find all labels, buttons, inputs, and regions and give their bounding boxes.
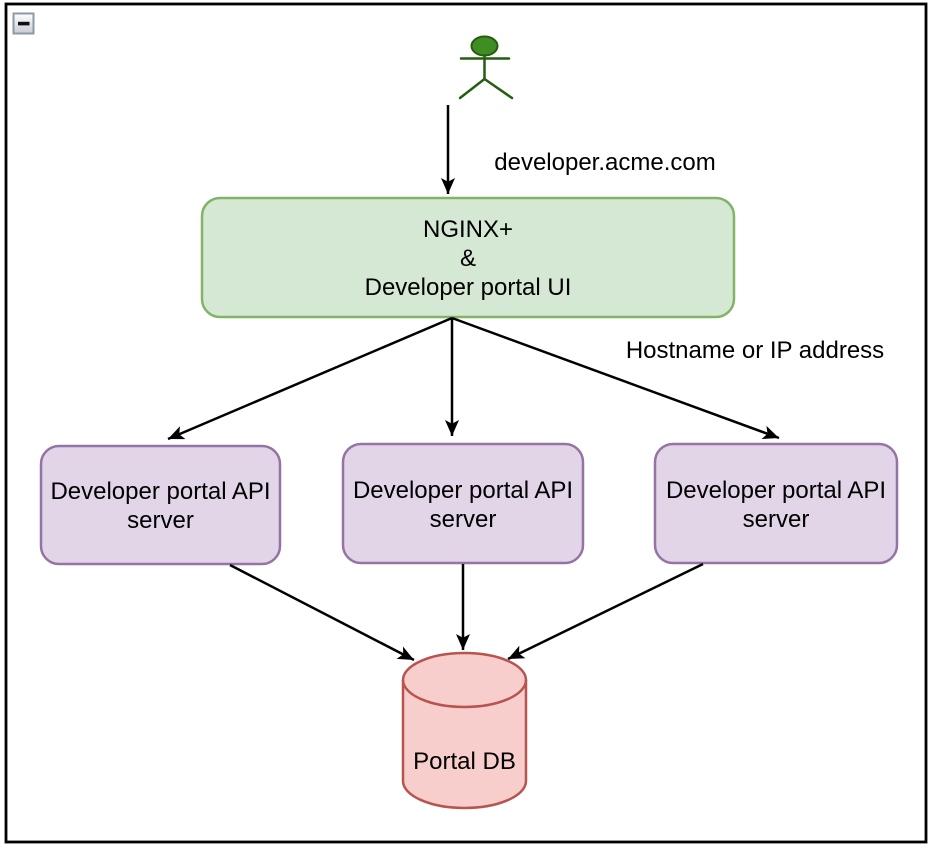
node-api-right-label-line2: server xyxy=(743,506,810,533)
node-gateway: NGINX+ & Developer portal UI xyxy=(200,196,736,319)
minus-icon xyxy=(18,21,30,26)
node-gateway-label-line1: NGINX+ xyxy=(423,216,513,243)
user-actor-icon xyxy=(458,35,514,100)
node-api-middle-label-line2: server xyxy=(430,506,497,533)
edge-gateway-to-api-left xyxy=(167,316,453,441)
node-gateway-label-line2: & xyxy=(460,245,476,272)
node-api-server-left: Developer portal API server xyxy=(39,444,282,566)
node-gateway-label-line3: Developer portal UI xyxy=(365,274,572,301)
edge-api-left-to-db xyxy=(229,563,415,662)
node-api-left-label-line1: Developer portal API xyxy=(50,478,270,505)
edge-gateway-to-api-right xyxy=(451,316,780,440)
database-cylinder-rim xyxy=(401,679,528,709)
edge-api-right-to-db xyxy=(507,562,704,661)
collapse-button[interactable] xyxy=(12,12,35,35)
node-api-server-middle: Developer portal API server xyxy=(341,442,585,565)
diagram-border xyxy=(4,2,928,844)
node-api-server-right: Developer portal API server xyxy=(653,442,899,565)
edge-label-routing: Hostname or IP address xyxy=(626,337,884,364)
edge-label-domain: developer.acme.com xyxy=(494,149,715,176)
database-cylinder-icon xyxy=(401,651,528,810)
node-database-label: Portal DB xyxy=(413,748,516,775)
node-api-right-label-line1: Developer portal API xyxy=(666,477,886,504)
node-database: Portal DB xyxy=(401,651,528,810)
node-api-left-label-line2: server xyxy=(127,507,194,534)
node-api-middle-label-line1: Developer portal API xyxy=(353,477,573,504)
